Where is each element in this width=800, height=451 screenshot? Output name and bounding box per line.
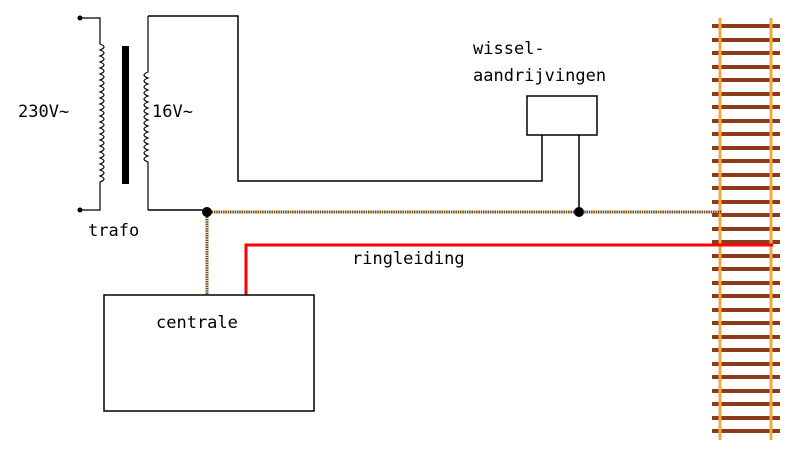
track-sleeper [712, 362, 780, 366]
track-sleeper [712, 254, 780, 258]
junction-right [574, 207, 584, 217]
track-sleeper [712, 24, 780, 28]
track-sleeper [712, 429, 780, 433]
track-sleeper [712, 227, 780, 231]
track-sleeper [712, 173, 780, 177]
switch-drive-box [526, 95, 598, 136]
track-sleeper [712, 132, 780, 136]
primary-coil [80, 17, 105, 211]
track-sleeper [712, 375, 780, 379]
track-sleeper [712, 38, 780, 42]
track-sleeper [712, 159, 780, 163]
track-sleeper [712, 65, 780, 69]
primary-voltage-label: 230V~ [18, 102, 69, 122]
track-sleeper [712, 402, 780, 406]
switch-drive-label-1: wissel- [473, 39, 545, 59]
primary-terminal-top [77, 15, 83, 21]
track-sleeper [712, 213, 780, 217]
track-sleeper [712, 92, 780, 96]
transformer-core [122, 46, 129, 184]
track-sleeper [712, 267, 780, 271]
transformer-label: trafo [88, 221, 139, 241]
track-sleeper [712, 119, 780, 123]
ring-line-label: ringleiding [352, 249, 465, 269]
secondary-coil [143, 16, 150, 210]
track-sleeper [712, 240, 780, 244]
ring-wire [244, 243, 773, 295]
central-unit-label: centrale [156, 313, 238, 333]
track-sleeper [712, 186, 780, 190]
track-sleeper [712, 348, 780, 352]
track-sleeper [712, 105, 780, 109]
track-sleepers [712, 24, 780, 433]
supply-wire [148, 15, 543, 182]
railway-track [712, 18, 780, 440]
track-sleeper [712, 200, 780, 204]
primary-terminal-bottom [77, 207, 83, 213]
track-sleeper [712, 78, 780, 82]
track-sleeper [712, 416, 780, 420]
central-unit-box [103, 294, 315, 412]
junction-left [202, 207, 212, 217]
secondary-voltage-label: 16V~ [152, 102, 193, 122]
transformer [77, 15, 150, 213]
track-sleeper [712, 146, 780, 150]
track-sleeper [712, 321, 780, 325]
track-sleeper [712, 294, 780, 298]
switch-drive-label-2: aandrijvingen [473, 66, 606, 86]
track-sleeper [712, 389, 780, 393]
track-sleeper [712, 281, 780, 285]
track-sleeper [712, 308, 780, 312]
track-sleeper [712, 51, 780, 55]
track-sleeper [712, 335, 780, 339]
